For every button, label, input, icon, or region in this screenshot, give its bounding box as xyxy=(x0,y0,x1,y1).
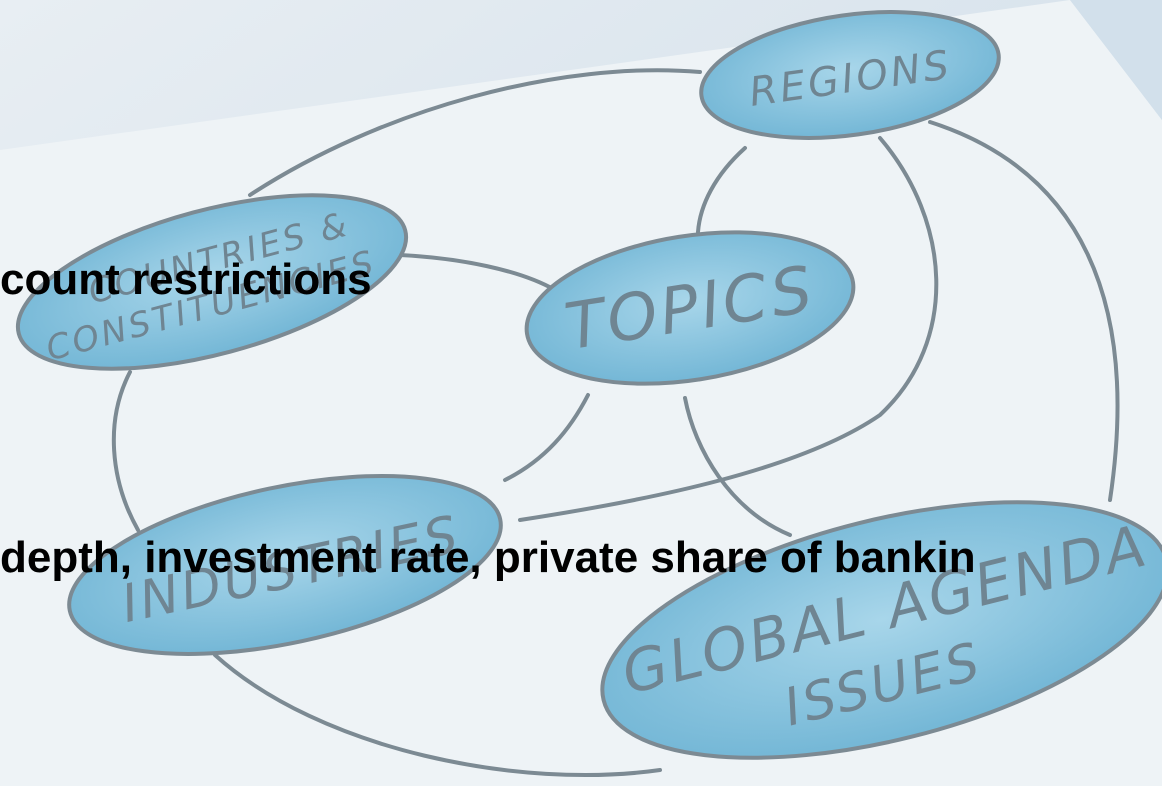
overlay-text-line-1: count restrictions xyxy=(0,255,372,304)
overlay-text-line-2: depth, investment rate, private share of… xyxy=(0,533,976,582)
connector-lines xyxy=(111,68,1120,778)
oval-topics: TOPICS xyxy=(524,230,856,386)
oval-regions: REGIONS xyxy=(699,10,1001,140)
oval-global-agenda: GLOBAL AGENDA ISSUES xyxy=(600,500,1162,760)
